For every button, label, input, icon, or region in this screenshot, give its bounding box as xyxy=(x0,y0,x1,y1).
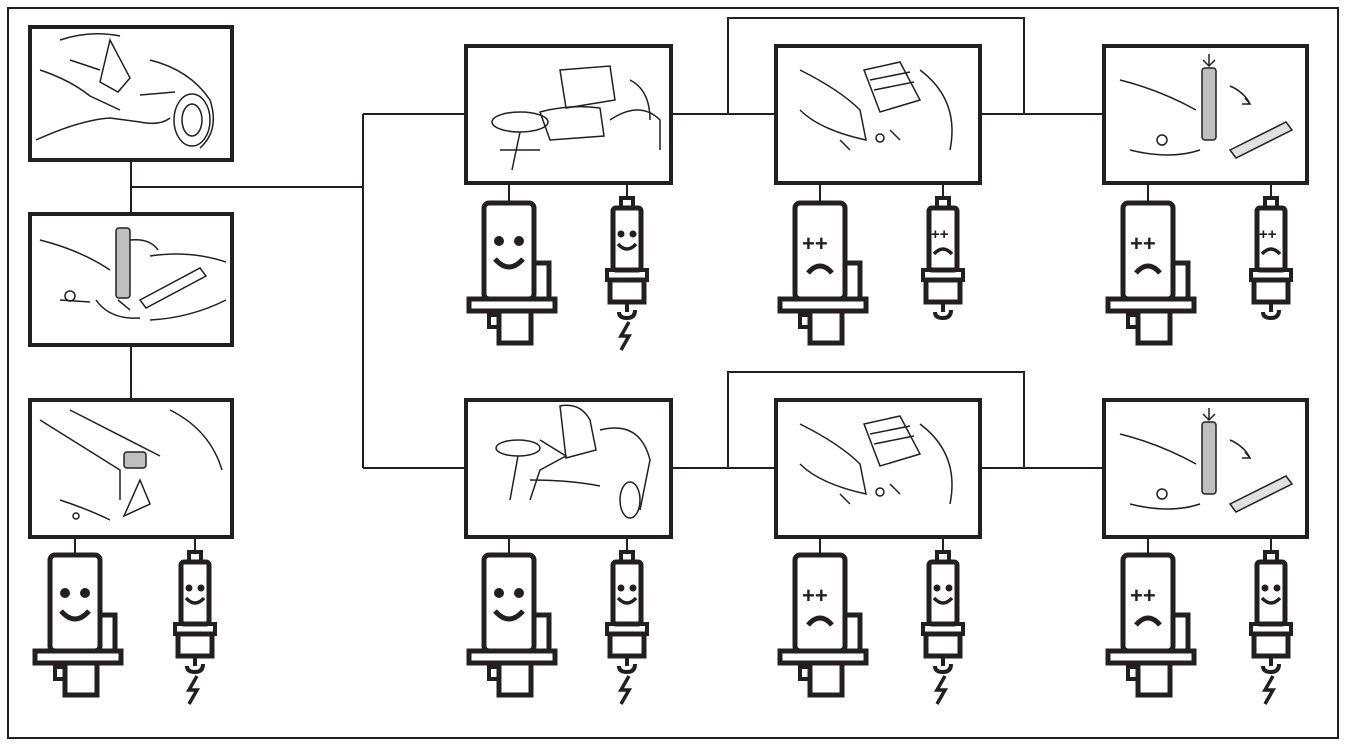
step-frame-top-2 xyxy=(774,44,982,185)
spark-icon xyxy=(1263,674,1275,706)
spark-plug-ok-icon xyxy=(1251,552,1291,706)
spark-plug-fault-icon xyxy=(923,198,963,318)
interlock-switch-fault-icon xyxy=(780,555,866,695)
brake-pedal-illustration xyxy=(39,227,227,321)
sad-face-icon xyxy=(1130,583,1160,625)
spark-plug-ok-icon xyxy=(607,552,647,706)
step-frame-bottom-2 xyxy=(774,398,982,539)
connector-lines xyxy=(74,17,1272,555)
happy-face-icon xyxy=(494,588,524,619)
sad-face-icon xyxy=(1257,224,1282,256)
happy-face-icon xyxy=(931,582,955,605)
step-frame-top-1 xyxy=(464,44,673,185)
spark-plug-ok-icon xyxy=(607,198,647,352)
step-frame-left-1 xyxy=(28,25,234,162)
sad-face-icon xyxy=(929,224,954,256)
outer-frame xyxy=(7,7,1339,739)
mower-lever-illustration xyxy=(39,409,223,521)
brake-pedal-released-illustration xyxy=(1119,408,1294,513)
happy-face-icon xyxy=(615,582,639,605)
happy-face-icon xyxy=(60,588,90,619)
step-frame-bottom-1 xyxy=(464,398,673,539)
happy-face-icon xyxy=(494,236,524,267)
spark-icon xyxy=(935,674,947,706)
interlock-switch-fault-icon xyxy=(780,203,866,343)
sad-face-icon xyxy=(1130,231,1160,273)
interlock-switch-fault-icon xyxy=(1108,203,1194,343)
seat-lever-illustration xyxy=(35,33,215,149)
happy-face-icon xyxy=(615,228,639,251)
spark-icon xyxy=(619,320,631,352)
brake-pedal-released-illustration xyxy=(1119,54,1294,159)
sad-face-icon xyxy=(802,231,832,273)
operator-seated-illustration xyxy=(495,404,651,519)
spark-plug-fault-icon xyxy=(1251,198,1291,318)
interlock-switch-fault-icon xyxy=(1108,555,1194,695)
spark-icon xyxy=(619,674,631,706)
step-frame-left-2 xyxy=(28,212,234,347)
interlock-switch-ok-icon xyxy=(469,203,555,343)
interlock-switch-ok-icon xyxy=(35,555,121,695)
step-frame-top-3 xyxy=(1102,44,1309,185)
step-frame-bottom-3 xyxy=(1102,398,1309,539)
sad-face-icon xyxy=(802,583,832,625)
spark-plug-ok-icon xyxy=(923,552,963,706)
step-frame-left-3 xyxy=(28,398,234,539)
happy-face-icon xyxy=(183,582,207,605)
empty-seat-illustration xyxy=(491,65,661,171)
happy-face-icon xyxy=(1259,582,1283,605)
interlock-switch-ok-icon xyxy=(469,555,555,695)
mower-deck-illustration xyxy=(799,61,953,151)
spark-icon xyxy=(187,674,199,706)
mower-deck-illustration xyxy=(799,415,953,505)
spark-plug-ok-icon xyxy=(175,552,215,706)
